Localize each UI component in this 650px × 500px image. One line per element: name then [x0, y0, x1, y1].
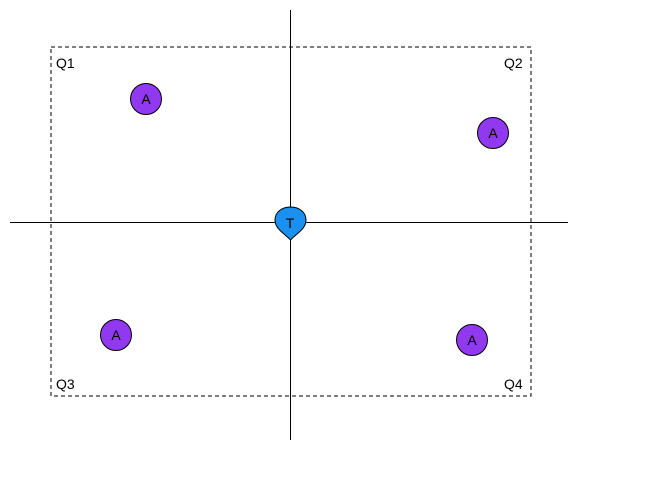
quadrant-label-q4: Q4	[504, 376, 523, 392]
target-marker-icon	[274, 206, 307, 241]
quadrant-label-q2: Q2	[504, 55, 523, 71]
agent-node-q1: A	[130, 83, 162, 115]
agent-node-q4: A	[456, 324, 488, 356]
agent-node-q2: A	[477, 117, 509, 149]
agent-node-q3: A	[100, 319, 132, 351]
quadrant-label-q1: Q1	[56, 55, 75, 71]
target-label: T	[285, 215, 295, 231]
quadrant-label-q3: Q3	[56, 376, 75, 392]
